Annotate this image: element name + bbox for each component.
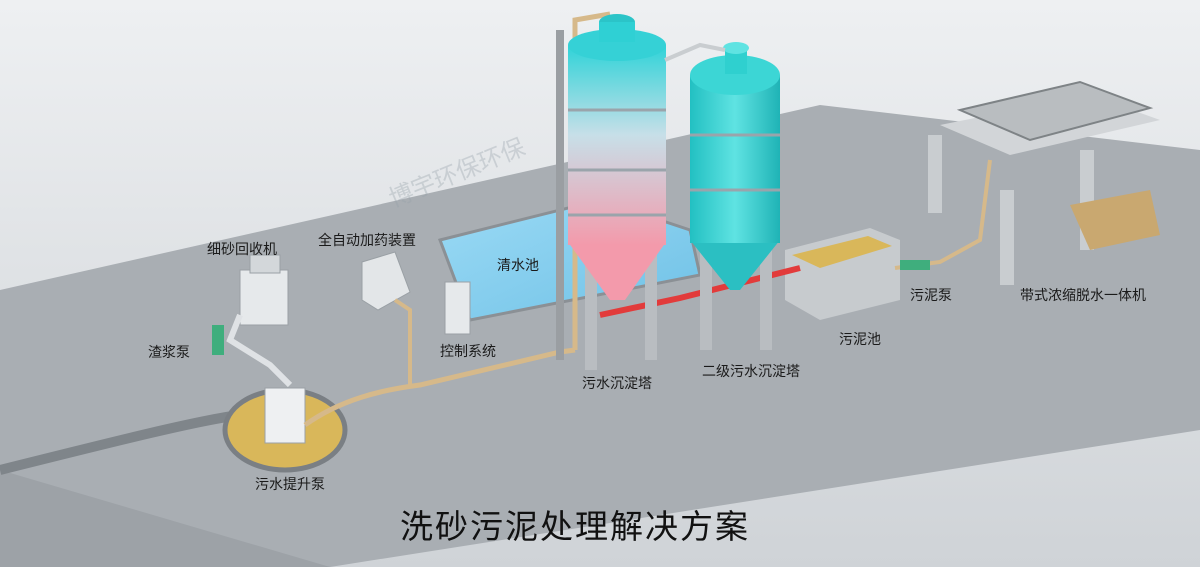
label-auto-dosing: 全自动加药装置 <box>318 233 416 249</box>
sewage-tower <box>556 14 666 370</box>
belt-dewatering-machine <box>928 80 1160 285</box>
label-clear-pool: 清水池 <box>497 258 539 274</box>
control-cabinet <box>444 281 471 335</box>
tower-link-pipe <box>664 42 726 62</box>
drain-channel <box>0 410 241 475</box>
sludge-pool-content <box>792 236 892 268</box>
page-title: 洗砂污泥处理解决方案 <box>400 507 750 546</box>
label-slurry-pump: 渣浆泵 <box>148 345 190 361</box>
label-sludge-pump: 污泥泵 <box>910 288 952 304</box>
ground-edge <box>0 470 330 567</box>
slurry-pump-machine <box>212 325 224 355</box>
label-sludge-pool: 污泥池 <box>839 332 881 348</box>
slurry-pipe <box>226 313 293 388</box>
dosing-pipe <box>393 298 412 385</box>
auto-dosing-device <box>361 251 411 311</box>
feed-pipe <box>303 347 576 428</box>
label-sewage-tower: 污水沉淀塔 <box>582 376 652 392</box>
label-secondary-tower: 二级污水沉淀塔 <box>702 364 800 380</box>
label-belt-dewater: 带式浓缩脱水一体机 <box>1020 288 1146 304</box>
label-control-system: 控制系统 <box>440 344 496 360</box>
label-lift-pump: 污水提升泵 <box>255 477 325 493</box>
lift-pump-machine <box>264 387 306 444</box>
label-sand-recovery: 细砂回收机 <box>207 242 277 258</box>
sand-recovery-machine <box>239 254 289 326</box>
sludge-pump-machine <box>900 260 930 270</box>
secondary-tower <box>690 42 780 350</box>
